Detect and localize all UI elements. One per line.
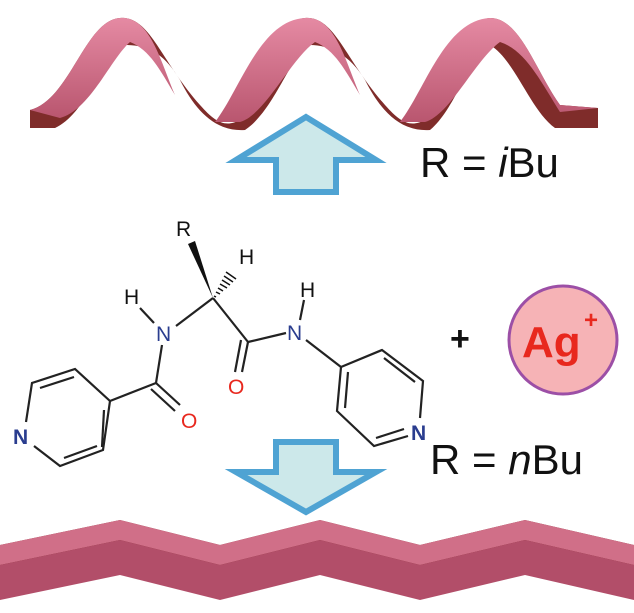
helix-ribbon [30, 17, 598, 131]
h-amide-left-label: H [124, 286, 139, 309]
plus-sign: + [450, 320, 470, 358]
hashed-bond [213, 271, 237, 298]
up-arrow [225, 113, 387, 195]
silver-ion: Ag + [507, 284, 619, 396]
h-stereo-label: H [239, 246, 254, 269]
silver-symbol: Ag [522, 318, 581, 367]
wedge-bond [188, 241, 213, 298]
n-pyridine-right-label: N [411, 422, 426, 445]
n-amide-left-label: N [156, 323, 171, 346]
molecule-structure [24, 297, 425, 468]
bottom-condition-label: R = nBu [430, 436, 583, 483]
h-amide-right-label: H [300, 279, 315, 302]
n-pyridine-left-label: N [13, 426, 28, 449]
o-right-label: O [228, 376, 244, 399]
top-condition-label: R = iBu [420, 139, 559, 186]
o-left-label: O [181, 410, 197, 433]
zigzag-sheet [0, 520, 634, 600]
silver-charge: + [584, 307, 598, 334]
r-group-label: R [176, 218, 191, 241]
n-amide-right-label: N [287, 322, 302, 345]
down-arrow [224, 439, 388, 516]
